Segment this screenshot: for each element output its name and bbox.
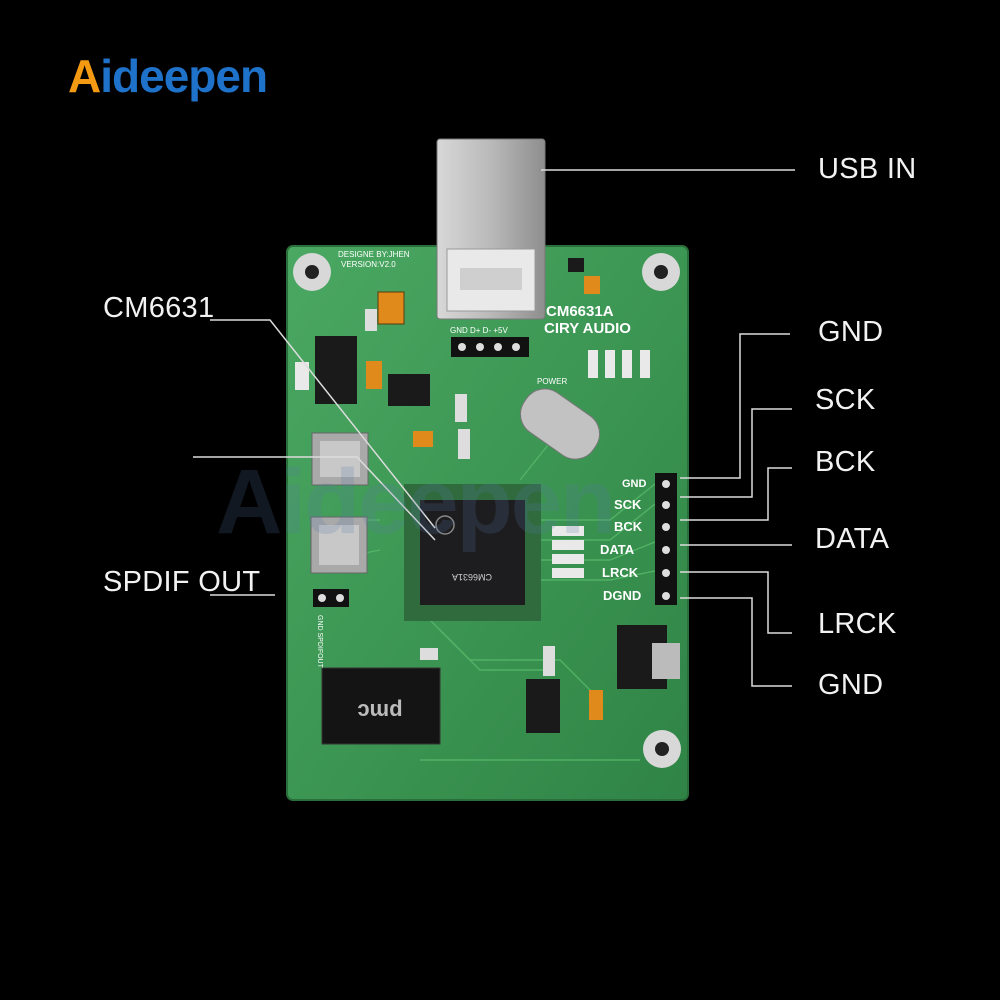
silk-pin-dgnd: DGND — [603, 588, 641, 603]
spdif-transformer: pmc — [321, 667, 441, 745]
i2s-header — [655, 473, 677, 605]
cm6631a-chip: CM6631A — [404, 484, 541, 621]
small-components — [295, 258, 650, 720]
label-bck: BCK — [815, 446, 876, 478]
logo-initial: A — [68, 50, 101, 102]
silkscreen: DESIGNE BY:JHEN VERSION:V2.0 CM6631A CIR… — [316, 250, 647, 669]
usb-header-pins — [451, 337, 529, 357]
usb-connector — [436, 138, 546, 320]
svg-text:CM6631A: CM6631A — [452, 572, 492, 582]
label-gnd-top: GND — [818, 316, 884, 348]
spdif-header — [313, 589, 349, 607]
label-usb-in: USB IN — [818, 153, 917, 185]
silk-pin-gnd: GND — [622, 478, 647, 490]
silk-pin-data: DATA — [600, 542, 635, 557]
crystal — [519, 388, 601, 460]
callout-lines — [193, 169, 795, 687]
silk-version: VERSION:V2.0 — [341, 260, 396, 269]
silk-pin-lrck: LRCK — [602, 565, 639, 580]
label-lrck: LRCK — [818, 608, 897, 640]
label-cm6631: CM6631 — [103, 292, 215, 324]
silk-power: POWER — [537, 377, 567, 386]
label-gnd-bottom: GND — [818, 669, 884, 701]
silk-spdif-pins: GND SPDIFOUT — [316, 615, 323, 669]
silk-pin-sck: SCK — [614, 497, 642, 512]
label-data: DATA — [815, 523, 890, 555]
silk-usb-pins: GND D+ D- +5V — [450, 326, 508, 335]
silk-model: CM6631A — [546, 303, 614, 320]
silk-pin-bck: BCK — [614, 519, 643, 534]
label-spdif-out: SPDIF OUT — [103, 566, 261, 598]
silk-brand: CIRY AUDIO — [544, 320, 631, 337]
brand-logo: Aideepen — [68, 46, 268, 106]
watermark: Aideepen — [216, 451, 616, 553]
regulators — [315, 336, 680, 733]
label-sck: SCK — [815, 384, 876, 416]
silk-design: DESIGNE BY:JHEN — [338, 250, 410, 259]
logo-wordmark: ideepen — [100, 50, 268, 102]
mounting-holes — [293, 253, 681, 768]
svg-text:pmc: pmc — [357, 699, 402, 724]
